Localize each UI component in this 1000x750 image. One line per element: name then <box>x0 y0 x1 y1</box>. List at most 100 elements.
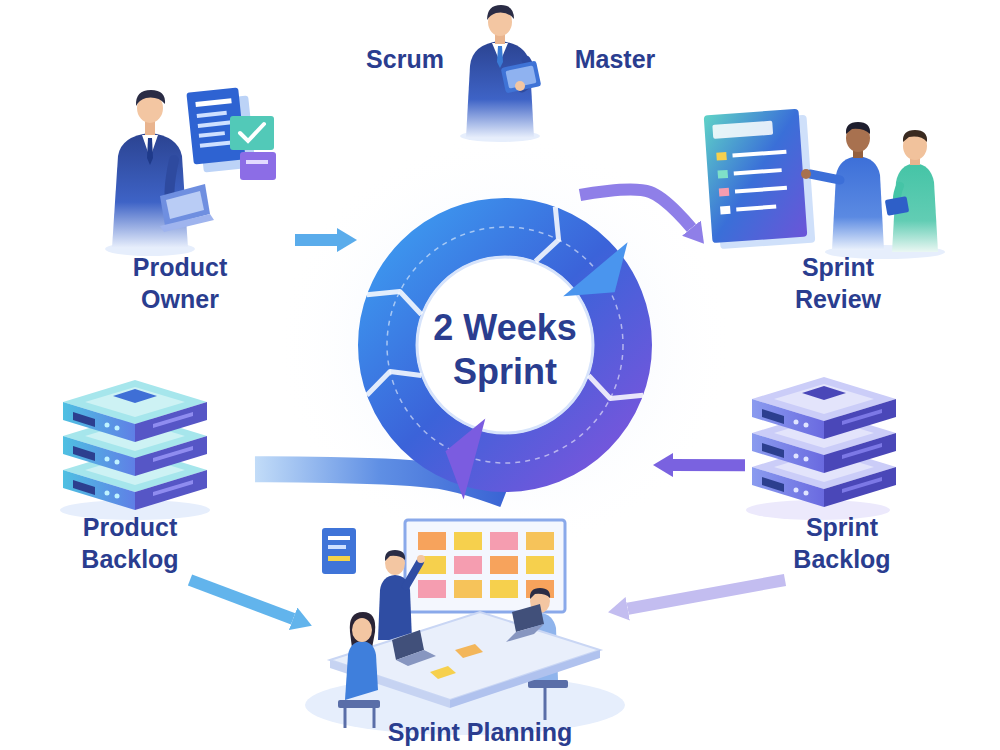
sprint-review-figure <box>718 170 729 179</box>
sprint-planning-scene <box>405 520 565 612</box>
sprint-backlog-stack <box>802 386 846 400</box>
product-owner-figure <box>240 124 264 141</box>
sprint-planning-scene <box>530 588 550 599</box>
sprint-planning-scene <box>406 562 420 586</box>
artifact-label: Product Backlog <box>65 511 195 575</box>
sprint-review-figure <box>734 168 782 175</box>
sprint-review-figure <box>801 169 811 179</box>
sprint-review-figure <box>704 109 808 243</box>
scrum-master-figure <box>501 61 542 94</box>
background-glow <box>275 135 735 555</box>
product-owner-figure <box>197 111 227 118</box>
role-label: Master <box>565 43 665 75</box>
flow-arrow <box>295 234 337 246</box>
product-owner-figure <box>136 90 165 106</box>
sprint-review-figure <box>832 156 884 250</box>
sprint-review-figure <box>903 130 927 142</box>
product-owner-figure <box>160 214 214 232</box>
event-label: Sprint Planning <box>370 716 590 748</box>
sprint-review-figure <box>719 188 730 197</box>
sprint-planning-scene <box>454 556 482 574</box>
sprint-planning-scene <box>526 556 554 574</box>
sprint-planning-scene <box>328 536 350 540</box>
cycle-chevron <box>367 372 422 396</box>
sprint-planning-scene <box>352 618 372 642</box>
sprint-planning-scene <box>490 532 518 550</box>
sprint-review-figure <box>704 109 808 243</box>
scrum-master-figure <box>487 5 514 20</box>
product-owner-figure <box>198 120 232 128</box>
product-owner-figure <box>195 98 231 107</box>
flow-arrow <box>628 580 785 609</box>
sprint-review-figure <box>846 122 870 134</box>
product-backlog-stack <box>60 380 210 520</box>
sprint-planning-scene <box>454 532 482 550</box>
sprint-planning-scene <box>328 556 350 561</box>
sprint-review-figure <box>736 205 776 212</box>
product-owner-figure <box>199 131 225 138</box>
sprint-review-figure <box>732 150 786 158</box>
sprint-planning-scene <box>418 532 446 550</box>
sprint-planning-scene <box>305 520 625 735</box>
product-owner-figure <box>240 152 276 180</box>
sprint-review-figure <box>716 152 727 161</box>
sprint-planning-scene <box>385 550 405 561</box>
sprint-backlog-stack <box>752 377 896 439</box>
sprint-planning-scene <box>418 580 446 598</box>
cycle-chevron <box>367 291 422 314</box>
backlog-stack: Product Backlog <box>55 375 255 580</box>
sprint-planning-scene <box>526 532 554 550</box>
flow-arrow <box>673 459 745 471</box>
sprint-review-figure <box>810 174 840 180</box>
sprint-review-figure <box>885 196 909 216</box>
background-glow <box>275 135 735 555</box>
flow-arrow <box>190 580 293 619</box>
cycle-chevron <box>589 375 644 398</box>
role-label: Product Owner <box>115 251 245 315</box>
cycle-arrowhead <box>445 418 485 499</box>
sprint-planning-scene <box>328 545 346 549</box>
sprint-planning-scene <box>528 680 568 688</box>
event-figure: Sprint Review <box>705 100 955 320</box>
product-owner-figure <box>105 87 276 256</box>
sprint-planning-scene <box>430 666 456 679</box>
scrum-master-figure <box>515 81 525 91</box>
backlog-stack: Sprint Backlog <box>745 375 945 580</box>
scrum-master-figure <box>501 61 542 94</box>
sprint-planning-scene <box>385 551 405 575</box>
sprint-planning-scene <box>506 624 544 642</box>
scrum-master-figure <box>460 5 541 142</box>
sprint-planning-scene <box>544 688 547 720</box>
product-owner-figure <box>147 138 153 165</box>
sprint-planning-scene <box>417 555 425 563</box>
sprint-planning-scene <box>490 556 518 574</box>
role-figure: Scrum Master <box>350 0 670 140</box>
sprint-review-figure <box>735 186 787 194</box>
sprint-review-figure <box>704 109 945 259</box>
sprint-planning-scene <box>344 708 347 728</box>
sprint-planning-scene <box>338 700 380 708</box>
sprint-planning-scene <box>322 528 356 574</box>
sprint-planning-scene <box>396 650 436 666</box>
sprint-planning-scene <box>490 580 518 598</box>
event-figure: Sprint Planning <box>310 520 610 750</box>
sprint-review-figure <box>720 206 731 215</box>
product-owner-figure <box>230 116 274 150</box>
product-backlog-stack <box>63 380 207 442</box>
cycle-chevron <box>535 207 558 262</box>
cycle-ring <box>387 227 623 463</box>
event-label: Sprint Review <box>773 251 903 315</box>
sprint-planning-scene <box>454 580 482 598</box>
sprint-planning-scene <box>450 650 600 708</box>
artifact-label: Sprint Backlog <box>777 511 907 575</box>
product-owner-figure <box>200 140 232 147</box>
flow-arrow <box>580 190 691 228</box>
product-owner-figure <box>112 133 188 248</box>
role-label: Scrum <box>355 43 455 75</box>
scrum-master-figure <box>497 46 503 68</box>
product-backlog-stack <box>113 389 157 403</box>
cycle-label: 2 Weeks Sprint <box>415 306 595 394</box>
sprint-planning-scene <box>455 644 483 658</box>
